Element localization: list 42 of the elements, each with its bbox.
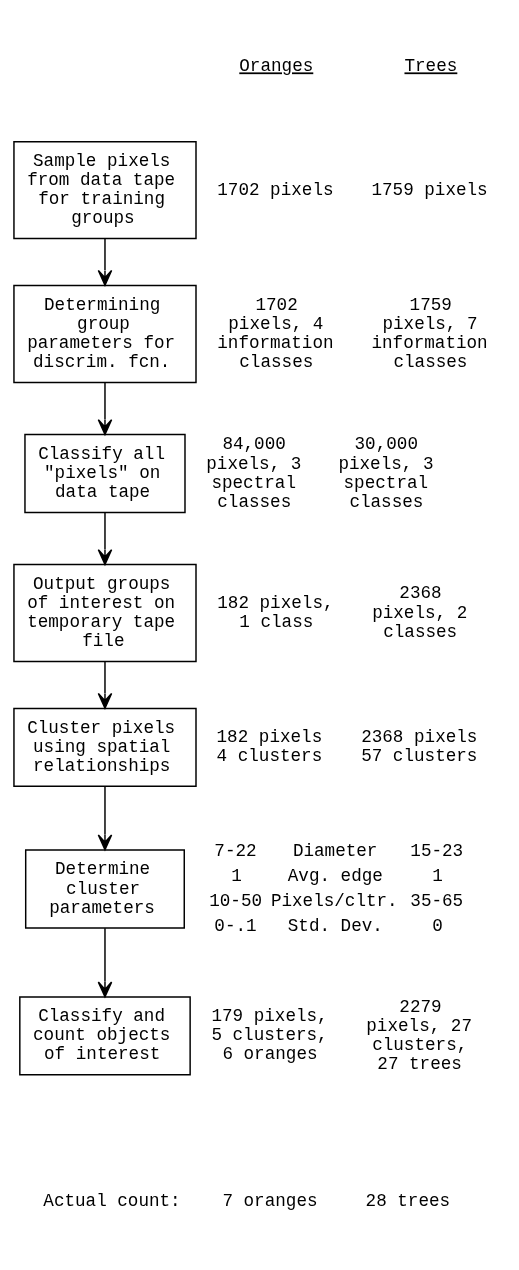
node-box: Determine cluster parameters bbox=[24, 849, 185, 929]
node-label: 7-22 bbox=[214, 841, 257, 862]
node-label: 2368 pixels 57 clusters bbox=[361, 727, 478, 767]
node-label: Std. Dev. bbox=[287, 915, 383, 936]
node-box: Classify all "pixels" on data tape bbox=[24, 433, 186, 514]
node-label: Diameter bbox=[292, 841, 378, 862]
arrow bbox=[97, 512, 113, 566]
node-box: Cluster pixels using spatial relationships bbox=[13, 707, 197, 787]
node-label: 2279 pixels, 27 clusters, 27 trees bbox=[366, 996, 472, 1074]
arrow bbox=[97, 660, 113, 709]
node-label: 1702 pixels, 4 information classes bbox=[217, 294, 334, 373]
label: Oranges bbox=[239, 56, 314, 77]
label: Trees bbox=[404, 56, 458, 77]
node-box: Sample pixels from data tape for training groups bbox=[13, 140, 197, 240]
node-label: 179 pixels, 5 clusters, 6 oranges bbox=[211, 1006, 328, 1065]
node-label: 0-.1 bbox=[214, 915, 257, 936]
arrow bbox=[97, 238, 113, 286]
node-label: 1759 pixels, 7 information classes bbox=[371, 294, 488, 373]
node-label: 182 pixels, 1 class bbox=[217, 592, 334, 633]
arrow bbox=[97, 381, 113, 436]
node-label: 10-50 bbox=[209, 891, 263, 912]
node-label: 1 bbox=[231, 866, 242, 887]
node-label: 1759 pixels bbox=[371, 179, 488, 200]
arrow bbox=[97, 927, 113, 998]
arrow bbox=[97, 785, 113, 851]
node-box: Output groups of interest on temporary tape file bbox=[13, 563, 197, 663]
node-label: Pixels/cltr. bbox=[270, 891, 398, 912]
node-box: Determining group parameters for discrim. fcn. bbox=[13, 284, 197, 384]
node-box: Classify and count objects of interest bbox=[19, 996, 191, 1076]
node-label: 2368 pixels, 2 classes bbox=[372, 583, 468, 642]
node-label: 30,000 pixels, 3 spectral classes bbox=[338, 434, 434, 512]
node-label: 0 bbox=[432, 915, 443, 936]
node-label: 84,000 pixels, 3 spectral classes bbox=[206, 434, 302, 512]
node-label: Avg. edge bbox=[287, 866, 383, 887]
label: Actual count: bbox=[43, 1191, 181, 1212]
node-label: 15-23 bbox=[410, 841, 464, 862]
node-label: 1702 pixels bbox=[217, 179, 334, 200]
label: 7 oranges bbox=[222, 1191, 318, 1212]
node-label: 35-65 bbox=[410, 891, 464, 912]
node-label: 1 bbox=[432, 866, 443, 887]
label: 28 trees bbox=[365, 1191, 451, 1212]
node-label: 182 pixels 4 clusters bbox=[216, 727, 323, 767]
